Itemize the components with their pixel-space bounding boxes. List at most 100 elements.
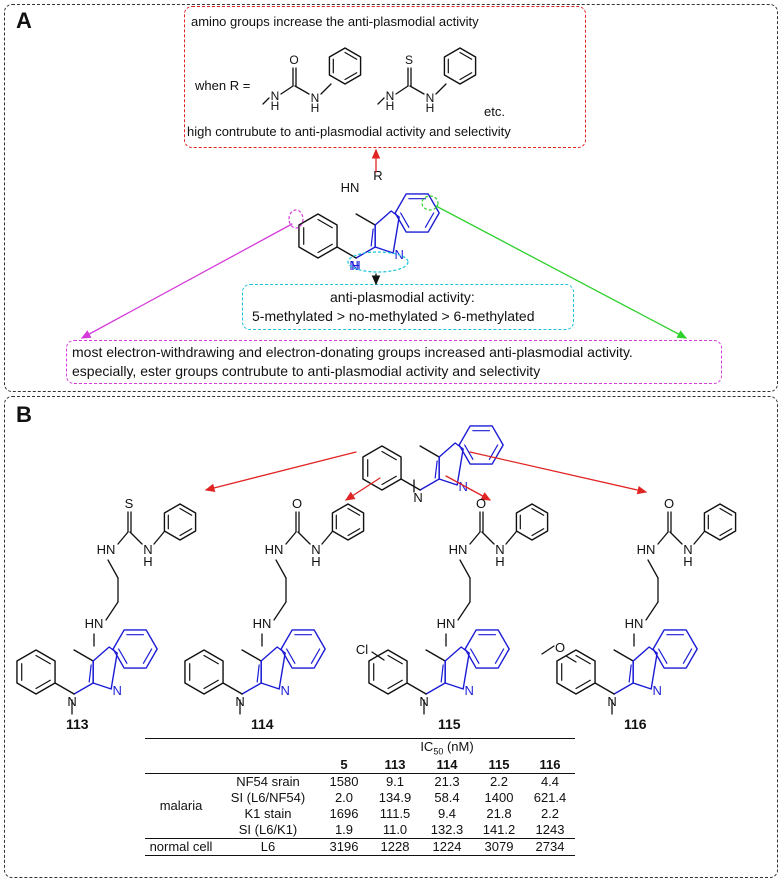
double-bond <box>35 654 51 665</box>
double-bond <box>347 507 361 516</box>
propyl-chain <box>647 559 659 579</box>
double-bond <box>142 648 153 664</box>
double-bond <box>628 664 632 683</box>
table-cell: 1696 <box>329 806 359 822</box>
arrow-up-head <box>371 148 381 159</box>
methylation-order: 5-methylated > no-methylated > 6-methyla… <box>252 308 535 324</box>
bond-line <box>669 531 683 545</box>
bond-line <box>297 531 311 545</box>
bond-line <box>657 531 669 545</box>
ring-bond <box>425 649 446 662</box>
panel-a <box>4 4 778 392</box>
amino-groups-box <box>184 6 586 148</box>
ring-bond <box>241 649 262 662</box>
wavy-bond <box>262 97 270 105</box>
double-bond <box>179 528 193 537</box>
bond-line <box>541 645 555 655</box>
ring-bond <box>594 682 615 695</box>
atom-label: O <box>289 53 298 67</box>
atom-label: S <box>125 496 134 511</box>
atom-label: N <box>311 91 320 105</box>
highlight-nh <box>347 251 409 273</box>
indole-benzo-ring <box>112 629 158 669</box>
double-bond <box>370 228 374 247</box>
table-row: SI (L6/NF54) 2.0 134.9 58.4 1400 621.4 <box>145 790 575 806</box>
ring-bond <box>336 246 357 259</box>
amine-label: HN <box>437 616 456 631</box>
ring-nitrogen-label: N <box>652 683 661 698</box>
phenyl-ring <box>443 47 477 85</box>
amine-label: HN <box>253 616 272 631</box>
double-bond <box>35 679 51 690</box>
indole-benzo-ring <box>394 193 440 233</box>
r-group-label: R <box>373 168 382 183</box>
ring-bond <box>406 682 427 695</box>
atom-label: H <box>143 554 152 569</box>
double-bond <box>347 528 361 537</box>
ring-bond <box>73 649 94 662</box>
pyrrole-ring <box>374 210 400 254</box>
ring-bond <box>54 682 75 695</box>
compound-114-label: 114 <box>251 716 274 732</box>
table-cell: 1400 <box>484 790 514 806</box>
atom-label: S <box>405 53 413 67</box>
chloro-label: Cl <box>356 642 368 657</box>
phenyl-ring <box>515 503 549 541</box>
atom-label: H <box>426 101 435 115</box>
table-cell: 9.4 <box>437 806 457 822</box>
table-cell: 2.2 <box>540 806 560 822</box>
arrow-down-head <box>371 275 381 286</box>
methylation-box <box>242 284 574 330</box>
table-cell: 4.4 <box>540 774 560 790</box>
amine-label: HN <box>85 616 104 631</box>
benzo-ring <box>362 445 402 491</box>
atom-label: O <box>292 496 302 511</box>
ic50-table: IC50 (nM) 5 113 114 115 116 malaria NF54… <box>145 737 575 856</box>
table-cell: 1580 <box>329 774 359 790</box>
row-label: NF54 srain <box>236 774 300 790</box>
benzo-ring <box>556 649 596 695</box>
benzo-ring <box>16 649 56 695</box>
indole-benzo-ring <box>458 425 504 465</box>
bond-line <box>294 85 310 95</box>
amine-label: HN <box>97 542 116 557</box>
contribute-note: high contrubute to anti-plasmodial activ… <box>187 124 511 139</box>
ic50-header: IC50 (nM) <box>319 737 575 757</box>
ring-nitrogen-label: N <box>413 490 422 505</box>
atom-label: H <box>311 554 320 569</box>
table-cell: 3079 <box>473 837 525 856</box>
double-bond <box>286 648 296 664</box>
propyl-chain <box>459 559 471 579</box>
ring-bond <box>613 682 634 695</box>
highlight-right <box>421 195 439 211</box>
amine-label: HN <box>449 542 468 557</box>
column-header: 5 <box>319 756 369 774</box>
propyl-chain <box>107 559 119 579</box>
table-cell: 2.0 <box>334 790 354 806</box>
phenyl-ring <box>331 503 365 541</box>
arrow-to-116-head <box>636 485 648 495</box>
pyrrole-ring <box>92 646 118 690</box>
bond-line <box>505 531 517 545</box>
arrow-magenta <box>81 223 293 339</box>
table-row: K1 stain 1696 111.5 9.4 21.8 2.2 <box>145 806 575 822</box>
double-bond <box>575 654 591 665</box>
double-bond <box>440 664 444 683</box>
table-cell: 1.9 <box>334 822 354 838</box>
double-bond <box>118 648 128 664</box>
double-bond <box>658 648 668 664</box>
compound-116-label: 116 <box>624 716 647 732</box>
row-label: SI (L6/NF54) <box>230 790 306 806</box>
bond-line <box>285 531 297 545</box>
amine-label: HN <box>341 180 360 195</box>
atom-label: O <box>664 496 674 511</box>
column-header: 113 <box>369 756 421 774</box>
double-bond <box>531 507 545 516</box>
double-bond <box>317 243 333 254</box>
column-header: 114 <box>421 756 473 774</box>
row-label: K1 stain <box>244 806 292 822</box>
bond-line <box>371 651 385 661</box>
table-cell: 134.9 <box>378 790 412 806</box>
ring-bond <box>425 682 446 695</box>
atom-label: N <box>426 91 435 105</box>
